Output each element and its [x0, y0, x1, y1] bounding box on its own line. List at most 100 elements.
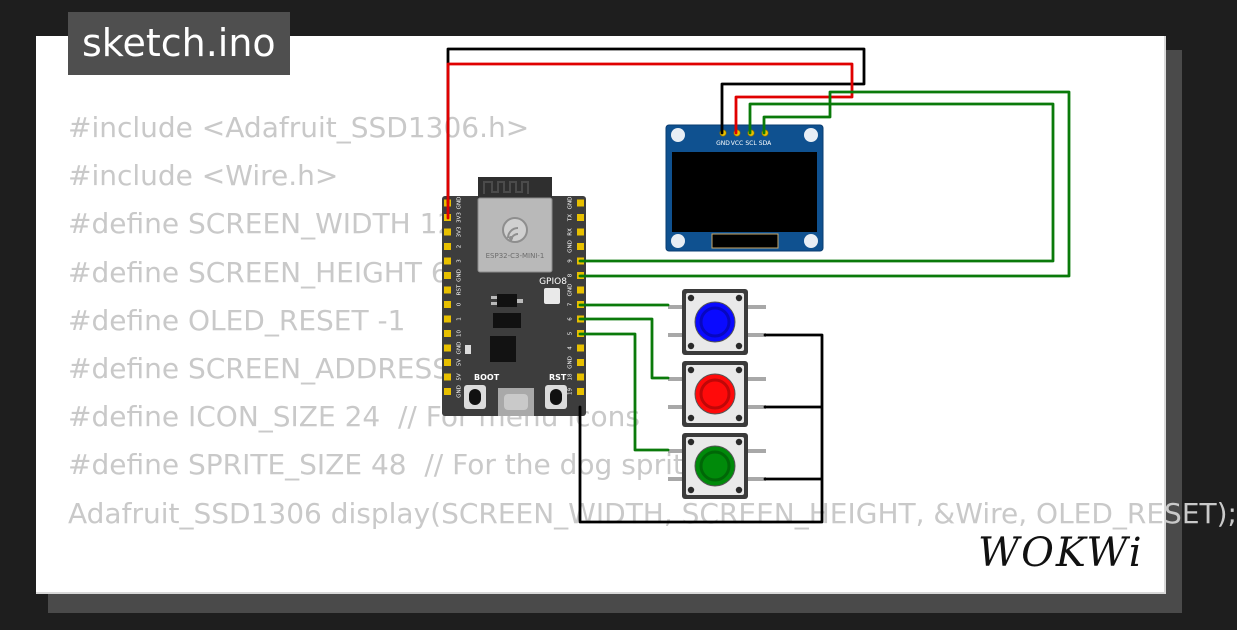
board-pin[interactable]	[444, 243, 451, 250]
code-line: #include <Wire.h>	[68, 159, 339, 193]
code-line: #include <Adafruit_SSD1306.h>	[68, 111, 530, 144]
wire-scl[interactable]	[578, 102, 1055, 263]
pin-label: 18	[568, 373, 574, 380]
button-corner	[735, 294, 743, 302]
pushbutton-blue[interactable]	[668, 289, 766, 355]
oled-pin-label: GND	[716, 140, 730, 147]
pin-label: GND	[568, 284, 574, 297]
button-leg	[748, 305, 766, 309]
button-cap-ring	[699, 450, 731, 482]
pin-label: RX	[568, 228, 574, 236]
wire-red-button[interactable]	[578, 317, 670, 380]
board-pin[interactable]	[444, 344, 451, 352]
pin-label: 3V3	[457, 226, 463, 237]
button-leg	[668, 477, 686, 481]
button-corner	[687, 438, 695, 446]
button-cap[interactable]	[694, 301, 736, 343]
board-pin[interactable]	[577, 243, 584, 250]
code-line: #define OLED_RESET -1	[68, 303, 406, 337]
board-pin[interactable]	[577, 214, 584, 221]
wire-power-oled[interactable]	[446, 62, 854, 220]
board-pin[interactable]	[577, 388, 584, 395]
pin-label: 8	[568, 273, 574, 277]
board-pin[interactable]	[444, 228, 451, 236]
button-cap[interactable]	[694, 445, 736, 487]
pin-label: 3V3	[457, 212, 463, 223]
mcu-chip	[490, 336, 516, 362]
pin-label: GND	[568, 197, 574, 210]
board-pin[interactable]	[577, 199, 584, 207]
board-pin[interactable]	[444, 315, 451, 323]
pin-label: 5V	[457, 359, 463, 366]
board-pin[interactable]	[444, 301, 451, 308]
module-label: ESP32-C3-MINI-1	[486, 252, 545, 260]
code-line: #define SPRITE_SIZE 48 // For the dog sp…	[68, 448, 702, 482]
wokwi-logo: WOKWi	[978, 530, 1144, 576]
board-pin[interactable]	[444, 388, 451, 395]
gpio8-label: GPIO8	[539, 277, 567, 287]
board-pin[interactable]	[444, 257, 451, 265]
pushbutton-green[interactable]	[668, 433, 766, 499]
preview-card: #include <Adafruit_SSD1306.h> #include <W…	[36, 36, 1237, 594]
code-line: #define ICON_SIZE 24 // For menu icons	[68, 400, 640, 434]
oled-pin-label: VCC	[731, 140, 743, 147]
button-leg	[748, 405, 766, 409]
board-pin[interactable]	[577, 228, 584, 236]
button-corner	[735, 438, 743, 446]
button-leg	[668, 449, 686, 453]
pin-label: GND	[457, 197, 463, 210]
pin-label: TX	[568, 214, 574, 222]
pin-label: 5	[568, 331, 574, 335]
pin-label: GND	[568, 240, 574, 253]
pin-label: 9	[568, 259, 574, 263]
pin-label: 1	[457, 317, 463, 321]
button-corner	[735, 486, 743, 494]
board-pin[interactable]	[444, 373, 451, 381]
button-cap[interactable]	[694, 373, 736, 415]
board-pin[interactable]	[444, 272, 451, 279]
rst-label: RST	[549, 373, 567, 382]
board-pin[interactable]	[444, 286, 451, 294]
board-pin[interactable]	[577, 344, 584, 352]
file-tab[interactable]: sketch.ino	[68, 12, 290, 75]
code-line: Adafruit_SSD1306 display(SCREEN_WIDTH, S…	[68, 496, 1237, 530]
wire-green-button[interactable]	[578, 332, 670, 452]
button-cap-ring	[699, 378, 731, 410]
pushbutton-red[interactable]	[668, 361, 766, 427]
pin-label: GND	[568, 356, 574, 369]
button-corner	[687, 342, 695, 350]
button-leg	[748, 477, 766, 481]
pin-label: 3	[457, 259, 463, 263]
pin-label: GND	[457, 269, 463, 282]
board-pin[interactable]	[577, 286, 584, 294]
pin-label: 4	[568, 346, 574, 350]
pin-label: 19	[568, 388, 574, 395]
board-pin[interactable]	[577, 359, 584, 366]
button-corner	[735, 366, 743, 374]
wire-sda[interactable]	[578, 90, 1071, 278]
button-corner	[687, 366, 695, 374]
pin-label: 2	[457, 245, 463, 249]
wire-ground-buttons[interactable]	[578, 333, 824, 524]
esp32-c3-board[interactable]: ESP32-C3-MINI-1 GPIO8 BOOT RST GND3V33V3…	[442, 177, 586, 416]
button-leg	[668, 305, 686, 309]
button-leg	[748, 333, 766, 337]
pin-label: 5V	[457, 373, 463, 380]
push-buttons	[668, 289, 766, 499]
button-corner	[687, 486, 695, 494]
button-leg	[668, 377, 686, 381]
rgb-led	[544, 288, 560, 304]
board-pin[interactable]	[577, 373, 584, 381]
board-pin[interactable]	[444, 359, 451, 366]
wokwi-logo-text: WOKWi	[978, 530, 1144, 576]
oled-pin-label: SCL	[745, 140, 757, 147]
button-corner	[687, 294, 695, 302]
button-leg	[668, 333, 686, 337]
board-pin[interactable]	[444, 330, 451, 337]
button-leg	[748, 449, 766, 453]
oled-pin-label: SDA	[759, 140, 772, 147]
button-corner	[687, 414, 695, 422]
